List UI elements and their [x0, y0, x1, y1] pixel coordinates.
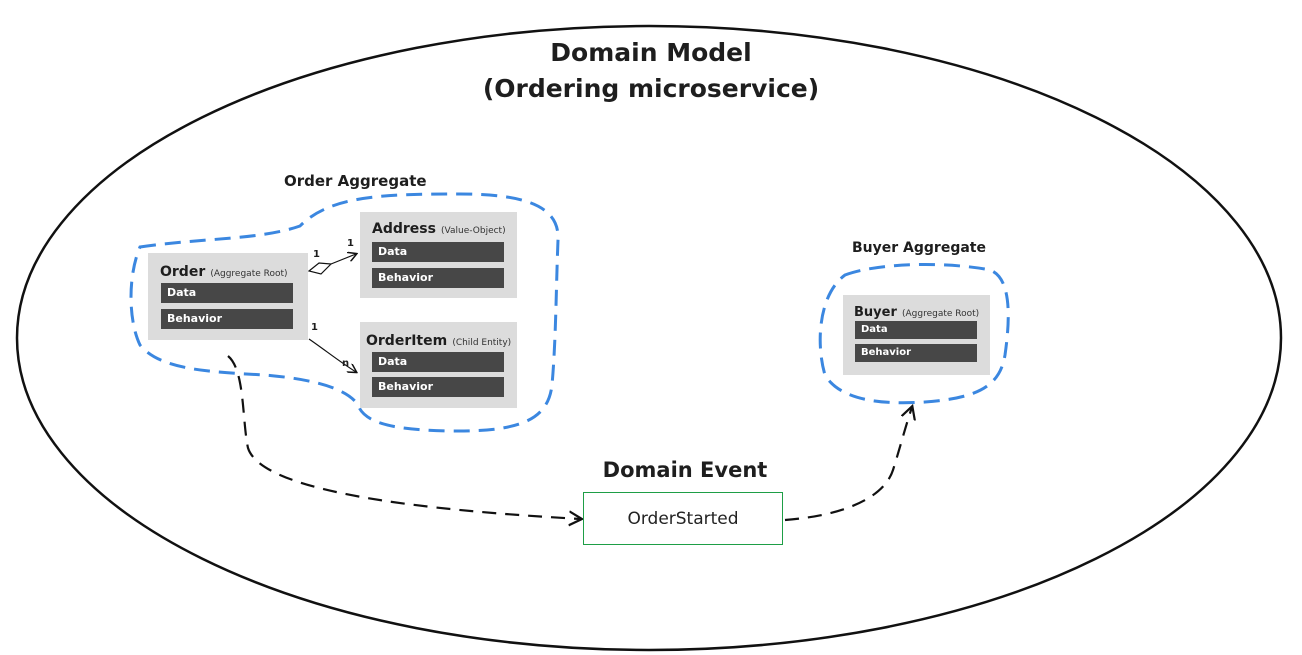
address-name: Address	[372, 221, 436, 237]
order-item-role: (Child Entity)	[452, 338, 512, 348]
address-data-bar: Data	[372, 242, 504, 262]
multiplicity-order-item-to: n	[342, 358, 350, 369]
order-to-event-flow	[227, 355, 581, 519]
diagram-subtitle: (Ordering microservice)	[482, 74, 820, 103]
order-started-event-name: OrderStarted	[627, 508, 739, 529]
buyer-data-bar: Data	[855, 321, 977, 339]
multiplicity-order-address-from: 1	[313, 249, 320, 260]
multiplicity-order-address-to: 1	[347, 238, 354, 249]
order-item-entity-card: OrderItem (Child Entity) Data Behavior	[360, 322, 517, 408]
event-to-buyer-flow	[784, 407, 912, 522]
order-address-association	[330, 254, 356, 265]
order-entity-role: (Aggregate Root)	[210, 269, 288, 279]
order-started-event: OrderStarted	[583, 492, 783, 545]
order-data-bar: Data	[161, 283, 293, 303]
order-item-association	[308, 338, 356, 372]
address-behavior-bar: Behavior	[372, 268, 504, 288]
buyer-entity-card: Buyer (Aggregate Root) Data Behavior	[843, 295, 990, 375]
buyer-aggregate-label: Buyer Aggregate	[852, 240, 986, 256]
order-aggregate-label: Order Aggregate	[284, 172, 427, 190]
order-item-data-bar: Data	[372, 352, 504, 372]
buyer-aggregate-boundary	[818, 263, 1010, 405]
domain-event-label: Domain Event	[602, 458, 768, 482]
diagram-title: Domain Model	[550, 38, 752, 67]
buyer-entity-name: Buyer	[854, 305, 897, 320]
order-behavior-bar: Behavior	[161, 309, 293, 329]
order-entity-card: Order (Aggregate Root) Data Behavior	[148, 253, 308, 340]
buyer-behavior-bar: Behavior	[855, 344, 977, 362]
address-value-object-card: Address (Value-Object) Data Behavior	[360, 212, 517, 298]
order-item-name: OrderItem	[366, 333, 448, 349]
aggregation-diamond	[307, 262, 333, 275]
order-item-behavior-bar: Behavior	[372, 377, 504, 397]
order-entity-name: Order	[160, 264, 206, 280]
order-aggregate-boundary	[129, 192, 560, 433]
buyer-entity-role: (Aggregate Root)	[901, 309, 980, 319]
address-role: (Value-Object)	[441, 226, 506, 236]
domain-model-boundary	[15, 24, 1283, 652]
multiplicity-order-item-from: 1	[311, 322, 318, 333]
